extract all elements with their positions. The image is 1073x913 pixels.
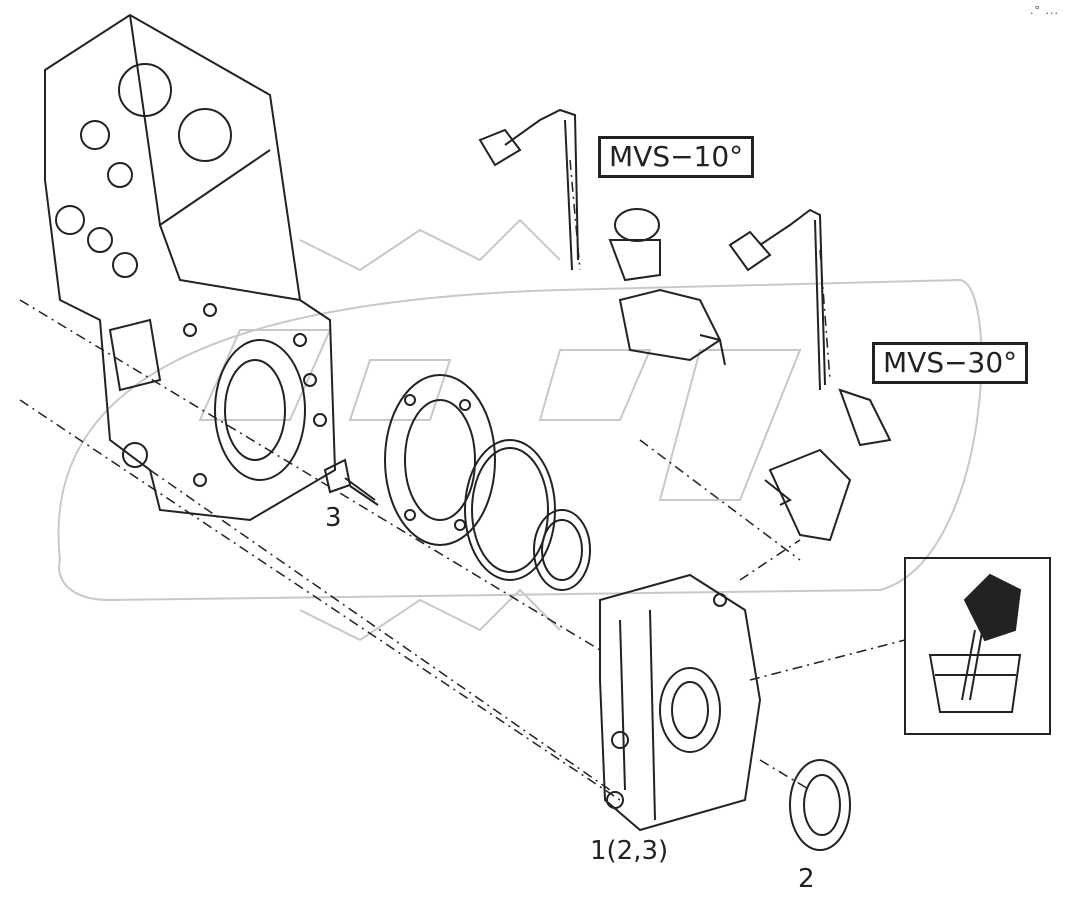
small-gear [533,509,591,591]
speed-sensor-1 [478,108,726,366]
shaft-seal [789,759,851,851]
watermark [57,218,983,642]
engine-block [44,13,337,522]
part-label-2: 2 [798,864,815,894]
corner-mark: .° ... [1030,4,1059,17]
front-cover [599,573,762,832]
speed-sensor-2 [728,208,892,542]
part-label-3: 3 [325,503,342,533]
seal-ring [464,439,556,581]
part-label-1: 1(2,3) [590,836,669,866]
leader-lines [19,159,906,801]
bolt [323,458,379,506]
mvs-10-label: MVS−10° [598,136,755,178]
inset-box [904,557,1051,735]
mvs-30-label: MVS−30° [872,342,1029,384]
